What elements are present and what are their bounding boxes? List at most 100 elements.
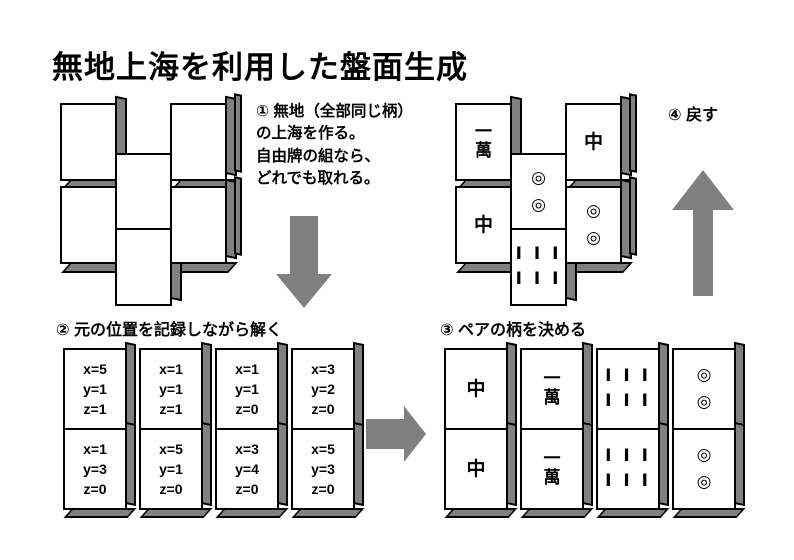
coord-y: y=1 (83, 380, 107, 397)
tile-glyph-bottom: ◎ (696, 472, 712, 492)
pair-tile-bottom: Ⅰ Ⅰ Ⅰ Ⅰ Ⅰ Ⅰ (596, 421, 670, 518)
coord-x: x=5 (159, 440, 183, 457)
blank-tile (60, 186, 128, 273)
tile-face: 一 萬 (520, 348, 584, 430)
pair-tile-top: 一 萬 (520, 341, 593, 430)
tile-side-stack (629, 93, 637, 173)
tile-face: x=5 y=1 z=1 (63, 348, 127, 430)
step2-label: ② 元の位置を記録しながら解く (56, 322, 282, 339)
tile-face (170, 186, 227, 264)
tile-glyph-bottom: Ⅰ Ⅰ Ⅰ (515, 269, 562, 289)
pair-tile-top: 中 (444, 341, 517, 430)
page-title: 無地上海を利用した盤面生成 (52, 50, 468, 85)
tile-glyph-top: ◎ (531, 167, 546, 188)
tile-glyph-top: ◎ (696, 364, 712, 385)
tile-glyph-top: 中 (466, 377, 486, 400)
tile-glyph-top: ◎ (586, 200, 601, 221)
coord-x: x=5 (311, 440, 335, 457)
board-tile-bamboo: Ⅰ Ⅰ Ⅰ Ⅰ Ⅰ Ⅰ (510, 220, 577, 306)
blank-tile (60, 95, 128, 190)
coord-y: y=3 (83, 460, 107, 477)
tile-glyph-top: 中 (583, 130, 603, 153)
tile-side-stack (629, 176, 637, 256)
coord-x: x=3 (235, 440, 259, 457)
blank-tile (170, 93, 242, 190)
tile-face: 中 (444, 428, 508, 510)
coord-x: x=1 (235, 360, 259, 377)
tile-face: x=3 y=4 z=0 (215, 428, 279, 510)
board-tile-kanji: 中 (455, 186, 523, 273)
coord-z: z=0 (235, 401, 259, 418)
blank-tile (115, 153, 172, 231)
coord-y: y=2 (311, 380, 335, 397)
coord-x: x=3 (311, 360, 335, 377)
tile-glyph-bottom: ◎ (531, 195, 546, 215)
tile-glyph-top: 一 (475, 122, 492, 142)
tile-face: ◎ ◎ (672, 428, 736, 510)
coord-z: z=0 (159, 481, 183, 498)
coord-tile-top: x=1 y=1 z=0 (215, 341, 288, 430)
tile-glyph-top: Ⅰ Ⅰ Ⅰ (515, 243, 562, 264)
tile-face: x=1 y=3 z=0 (63, 428, 127, 510)
blank-tile (115, 220, 182, 306)
tile-face: 一 萬 (455, 103, 512, 181)
coord-tile-bottom: x=5 y=3 z=0 (291, 421, 365, 518)
tile-glyph-top: Ⅰ Ⅰ Ⅰ (605, 445, 651, 466)
tile-face: 中 (455, 186, 512, 264)
tile-face: Ⅰ Ⅰ Ⅰ Ⅰ Ⅰ Ⅰ (596, 428, 660, 510)
tile-face (170, 103, 227, 181)
tile-face: Ⅰ Ⅰ Ⅰ Ⅰ Ⅰ Ⅰ (510, 228, 567, 306)
tile-face (115, 153, 172, 231)
board-tile-circle: ◎ ◎ (565, 176, 637, 273)
coord-x: x=1 (159, 360, 183, 377)
coord-y: y=3 (311, 460, 335, 477)
tile-glyph-bottom: ◎ (696, 392, 712, 412)
pair-tile-top: Ⅰ Ⅰ Ⅰ Ⅰ Ⅰ Ⅰ (596, 341, 669, 430)
coord-z: z=0 (83, 481, 107, 498)
tile-glyph-bottom: Ⅰ Ⅰ Ⅰ (605, 391, 651, 411)
coord-y: y=1 (159, 380, 183, 397)
board-tile-circle: ◎ ◎ (510, 153, 567, 231)
tile-side-stack (234, 93, 242, 173)
step4-label: ④ 戻す (668, 107, 718, 124)
tile-face: x=1 y=1 z=0 (215, 348, 279, 430)
tile-face (60, 103, 117, 181)
tile-glyph-bottom: 萬 (543, 468, 561, 488)
tile-glyph-bottom: Ⅰ Ⅰ Ⅰ (605, 471, 651, 491)
board-tile-man: 一 萬 (455, 95, 523, 190)
step1-description: ① 無地（全部同じ柄） の上海を作る。 自由牌の組なら、 どれでも取れる。 (256, 103, 413, 188)
tile-glyph-top: ◎ (696, 444, 712, 465)
tile-glyph-bottom: ◎ (586, 228, 601, 248)
coord-tile-bottom: x=5 y=1 z=0 (139, 421, 213, 518)
pair-tile-bottom: 中 (444, 421, 518, 518)
pair-tile-bottom: 一 萬 (520, 421, 594, 518)
tile-glyph-top: 中 (473, 213, 493, 236)
tile-glyph-bottom: 萬 (475, 141, 492, 161)
coord-tile-bottom: x=1 y=3 z=0 (63, 421, 137, 518)
tile-face: ◎ ◎ (565, 186, 622, 264)
tile-face (115, 228, 172, 306)
tile-glyph-top: Ⅰ Ⅰ Ⅰ (605, 365, 651, 386)
tile-face: x=5 y=1 z=0 (139, 428, 203, 510)
coord-x: x=1 (83, 440, 107, 457)
tile-face: 中 (565, 103, 622, 181)
coord-x: x=5 (83, 360, 107, 377)
coord-y: y=1 (159, 460, 183, 477)
coord-z: z=0 (311, 401, 335, 418)
tile-face (60, 186, 117, 264)
down-arrow (276, 216, 332, 308)
coord-z: z=1 (83, 401, 107, 418)
tile-face: Ⅰ Ⅰ Ⅰ Ⅰ Ⅰ Ⅰ (596, 348, 660, 430)
coord-y: y=1 (235, 380, 259, 397)
up-arrow (672, 170, 734, 296)
tile-face: 中 (444, 348, 508, 430)
coord-tile-top: x=3 y=2 z=0 (291, 341, 364, 430)
coord-z: z=0 (311, 481, 335, 498)
tile-glyph-top: 一 (543, 369, 561, 389)
right-arrow (366, 406, 426, 462)
tile-face: 一 萬 (520, 428, 584, 510)
coord-tile-bottom: x=3 y=4 z=0 (215, 421, 289, 518)
coord-tile-top: x=1 y=1 z=1 (139, 341, 212, 430)
coord-tile-top: x=5 y=1 z=1 (63, 341, 136, 430)
